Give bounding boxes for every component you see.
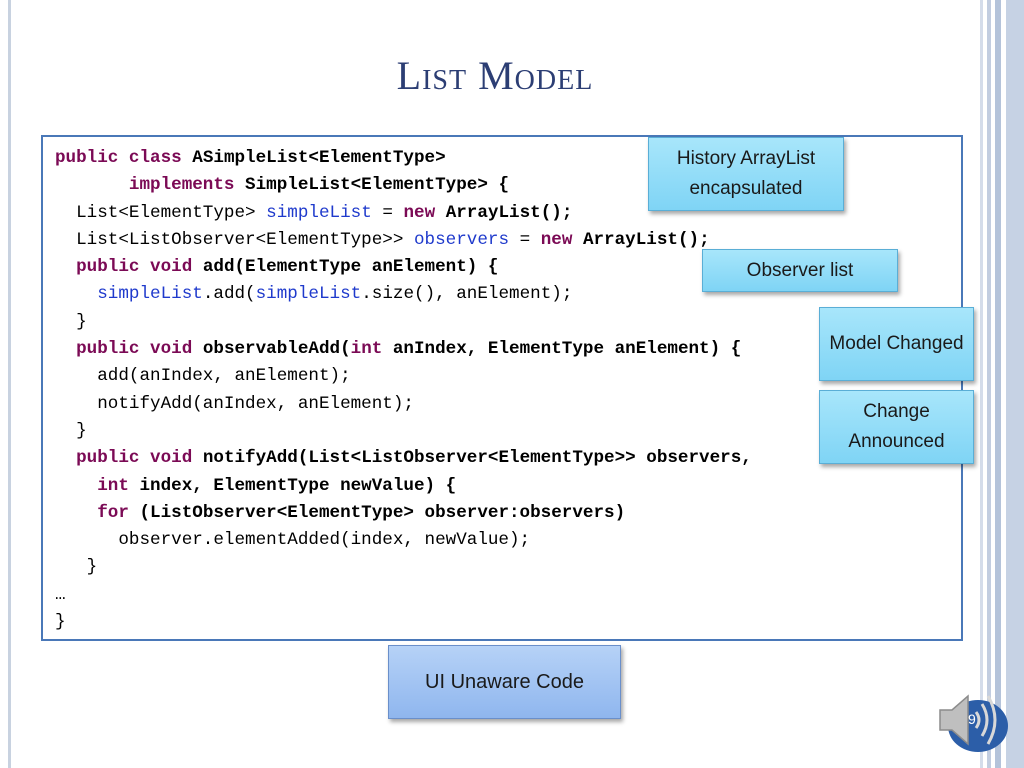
page-number: 9 (968, 711, 976, 727)
code-line-12: public void notifyAdd(List<ListObserver<… (76, 448, 752, 469)
ui-unaware-code-box: UI Unaware Code (388, 645, 621, 719)
code-line-10: notifyAdd(anIndex, anElement); (55, 393, 414, 414)
code-line-16: } (55, 557, 98, 578)
right-decor-bars (980, 0, 1024, 768)
code-line-13: int index, ElementType newValue) { (97, 475, 457, 496)
callout-history-arraylist: History ArrayList encapsulated (648, 137, 844, 211)
code-line-6: simpleList.add(simpleList.size(), anElem… (97, 284, 573, 305)
code-block: public class ASimpleList<ElementType> im… (55, 145, 752, 636)
code-line-7: } (55, 311, 87, 332)
code-line-17: … (55, 584, 66, 605)
slide-title: List Model (396, 53, 594, 98)
left-decor-bar (8, 0, 11, 768)
callout-observer-list: Observer list (702, 249, 898, 292)
code-line-11: } (55, 420, 87, 441)
code-line-9: add(anIndex, anElement); (55, 366, 351, 387)
callout-model-changed: Model Changed (819, 307, 974, 381)
code-line-18: } (55, 612, 66, 633)
code-line-2: implements SimpleList<ElementType> { (128, 175, 509, 196)
code-line-15: observer.elementAdded(index, newValue); (55, 530, 531, 551)
code-line-3: List<ElementType> simpleList = new Array… (55, 202, 573, 223)
code-line-1: public class ASimpleList<ElementType> (55, 148, 446, 168)
code-line-8: public void observableAdd(int anIndex, E… (76, 339, 742, 360)
speaker-icon[interactable] (934, 684, 1006, 756)
code-line-14: for (ListObserver<ElementType> observer:… (97, 502, 626, 523)
code-line-5: public void add(ElementType anElement) { (76, 257, 499, 278)
code-panel: public class ASimpleList<ElementType> im… (41, 135, 963, 641)
code-line-4: List<ListObserver<ElementType>> observer… (55, 229, 710, 250)
callout-change-announced: Change Announced (819, 390, 974, 464)
